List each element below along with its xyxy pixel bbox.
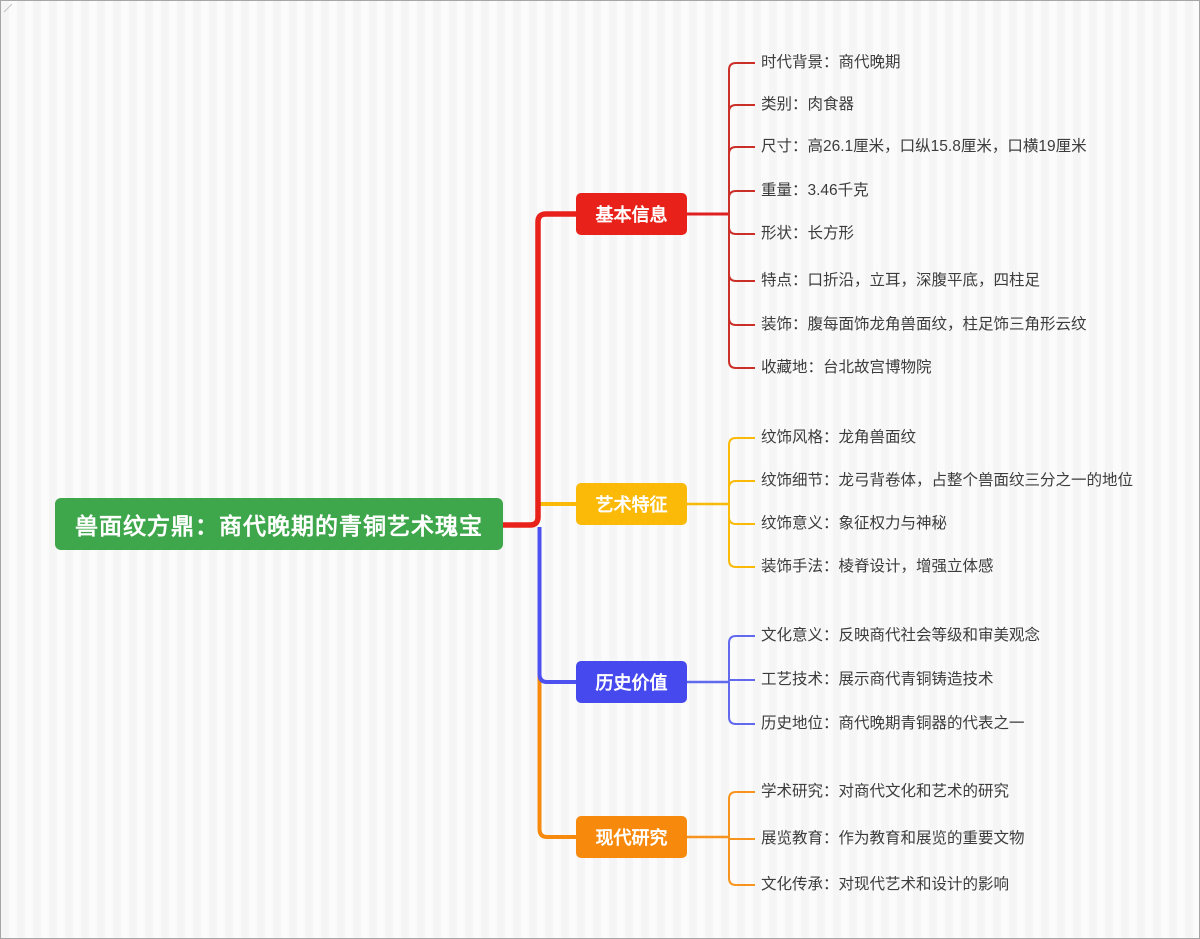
branch-node-basic-info[interactable]: 基本信息	[576, 193, 687, 235]
leaf-weight[interactable]: 重量：3.46千克	[761, 182, 869, 199]
leaf-cultural-meaning[interactable]: 文化意义：反映商代社会等级和审美观念	[761, 627, 1041, 644]
leaf-collection-place[interactable]: 收藏地：台北故宫博物院	[761, 359, 932, 376]
leaf-dimensions[interactable]: 尺寸：高26.1厘米，口纵15.8厘米，口横19厘米	[761, 138, 1087, 155]
leaf-era-background[interactable]: 时代背景：商代晚期	[761, 54, 901, 71]
leaf-exhibit-education[interactable]: 展览教育：作为教育和展览的重要文物	[761, 830, 1025, 847]
leaf-decoration[interactable]: 装饰：腹每面饰龙角兽面纹，柱足饰三角形云纹	[761, 316, 1087, 333]
leaf-craft-technology[interactable]: 工艺技术：展示商代青铜铸造技术	[761, 671, 994, 688]
leaf-pattern-style[interactable]: 纹饰风格：龙角兽面纹	[761, 429, 917, 446]
root-node[interactable]: 兽面纹方鼎：商代晚期的青铜艺术瑰宝	[55, 498, 503, 550]
leaf-cultural-heritage[interactable]: 文化传承：对现代艺术和设计的影响	[761, 876, 1010, 893]
branch-node-artistic-traits[interactable]: 艺术特征	[576, 483, 687, 525]
corner-mark	[3, 3, 13, 13]
leaf-decor-technique[interactable]: 装饰手法：棱脊设计，增强立体感	[761, 558, 994, 575]
leaf-category[interactable]: 类别：肉食器	[761, 96, 855, 113]
leaf-historic-status[interactable]: 历史地位：商代晚期青铜器的代表之一	[761, 715, 1025, 732]
leaf-pattern-meaning[interactable]: 纹饰意义：象征权力与神秘	[761, 515, 948, 532]
leaf-academic-research[interactable]: 学术研究：对商代文化和艺术的研究	[761, 783, 1010, 800]
branch-node-modern-research[interactable]: 现代研究	[576, 816, 687, 858]
leaf-features[interactable]: 特点：口折沿，立耳，深腹平底，四柱足	[761, 272, 1041, 289]
leaf-pattern-detail[interactable]: 纹饰细节：龙弓背卷体，占整个兽面纹三分之一的地位	[761, 472, 1134, 489]
leaf-shape[interactable]: 形状：长方形	[761, 225, 855, 242]
branch-node-historic-value[interactable]: 历史价值	[576, 661, 687, 703]
